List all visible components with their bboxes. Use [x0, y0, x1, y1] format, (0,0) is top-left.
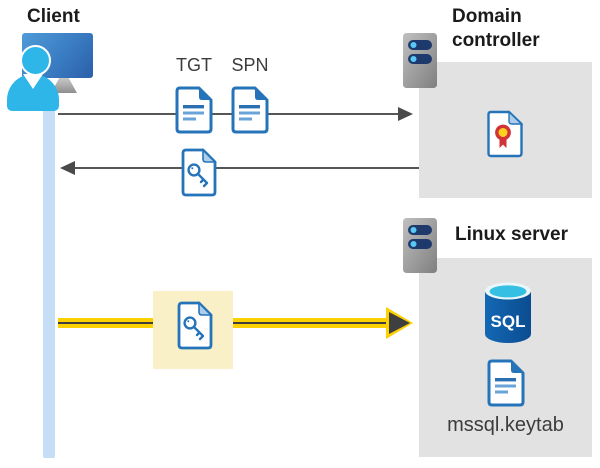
client-timeline: [43, 92, 55, 458]
sql-connection-arrowhead-inner-icon: [389, 312, 410, 334]
key-document-icon: [180, 148, 218, 198]
key-document-icon: [176, 301, 214, 351]
spn-document-icon: [230, 86, 270, 134]
sql-database-icon: SQL: [484, 282, 532, 344]
keytab-label: mssql.keytab: [447, 414, 564, 436]
server-icon: [403, 218, 437, 273]
tgt-document-icon: [174, 86, 214, 134]
user-collar-icon: [23, 74, 43, 89]
request-arrow-line: [58, 113, 400, 116]
request-arrowhead-icon: [398, 107, 413, 121]
spn-label: SPN: [231, 55, 269, 75]
certificate-icon: [486, 110, 524, 158]
response-arrow-line: [72, 167, 419, 170]
response-arrowhead-icon: [60, 161, 75, 175]
server-icon: [403, 33, 437, 88]
user-head-icon: [20, 45, 51, 76]
domain-controller-label: Domain controller: [452, 6, 540, 51]
linux-server-label: Linux server: [455, 224, 568, 245]
sql-badge-text: SQL: [491, 312, 526, 331]
keytab-document-icon: [486, 359, 526, 407]
client-label: Client: [27, 6, 80, 27]
tgt-label: TGT: [176, 55, 212, 75]
